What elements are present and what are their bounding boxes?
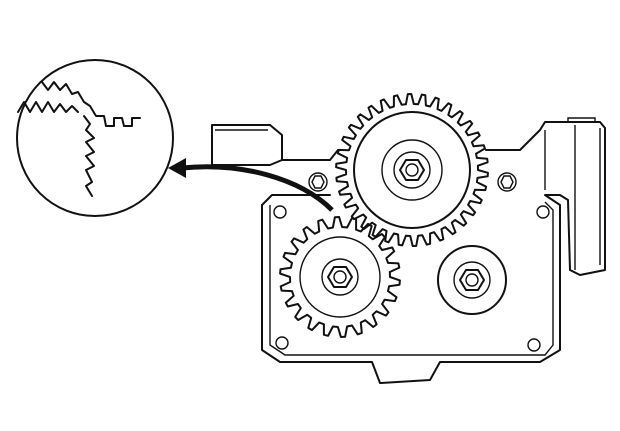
small-gear: [279, 216, 401, 338]
small-gear-nut: [327, 266, 353, 288]
gear-mesh-detail-inset: [16, 59, 174, 217]
g-small-teeth: [279, 216, 401, 338]
arrow-to-detail: [168, 158, 334, 212]
idler-shaft: [437, 245, 507, 315]
large-gear-hub: [353, 111, 471, 229]
g-large-teeth: [335, 93, 489, 247]
large-gear-nut: [399, 159, 425, 181]
large-gear: [335, 93, 489, 247]
pump-housing: [211, 117, 606, 384]
